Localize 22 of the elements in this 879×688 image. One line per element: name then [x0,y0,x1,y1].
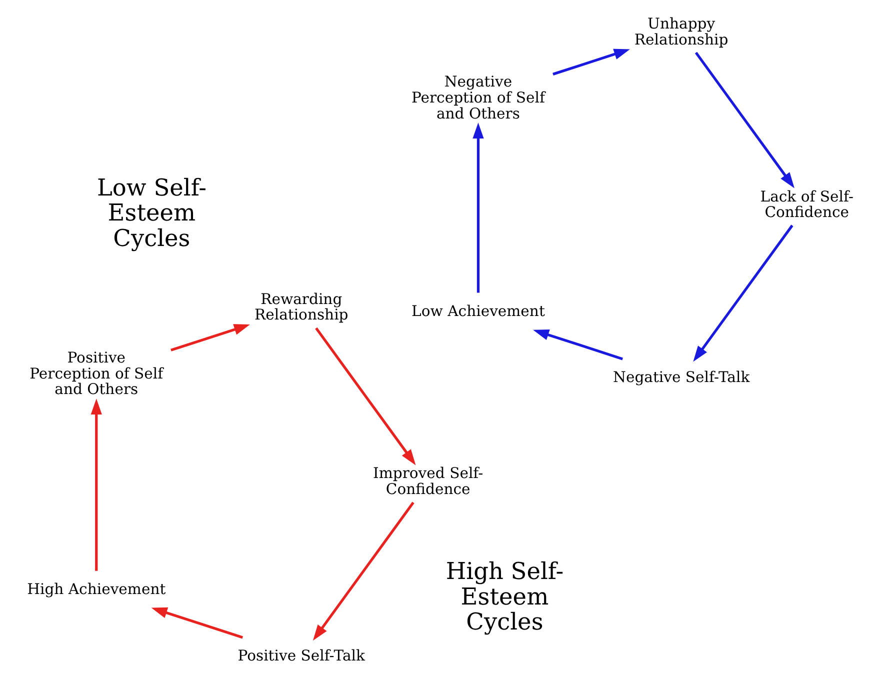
arrow [150,607,243,639]
arrow [90,398,102,571]
node-text: Unhappy Relationship [634,15,728,48]
node-text: Positive Self-Talk [237,647,365,664]
label: Low Self-Esteem Cycles [96,174,206,252]
node-text: Improved Self-Confidence [372,465,483,498]
node-text: Negative Perception of Self and Others [410,74,544,122]
arrow [694,52,794,188]
arrow [472,122,484,293]
node-text: Rewarding Relationship [254,290,348,324]
arrow [532,329,622,360]
arrow [552,48,630,76]
label: High Self-Esteem Cycles [445,558,564,636]
node-text: Low Achievement [411,302,544,320]
arrow [314,327,416,466]
node-text: High Achievement [26,580,166,598]
node-text: Positive Perception of Self and Others [29,349,163,398]
arrow [312,502,414,641]
arrow [170,324,250,352]
arrow [692,224,793,362]
node-text: Lack of Self-Confidence [760,188,853,222]
node-text: Negative Self-Talk [612,368,750,386]
